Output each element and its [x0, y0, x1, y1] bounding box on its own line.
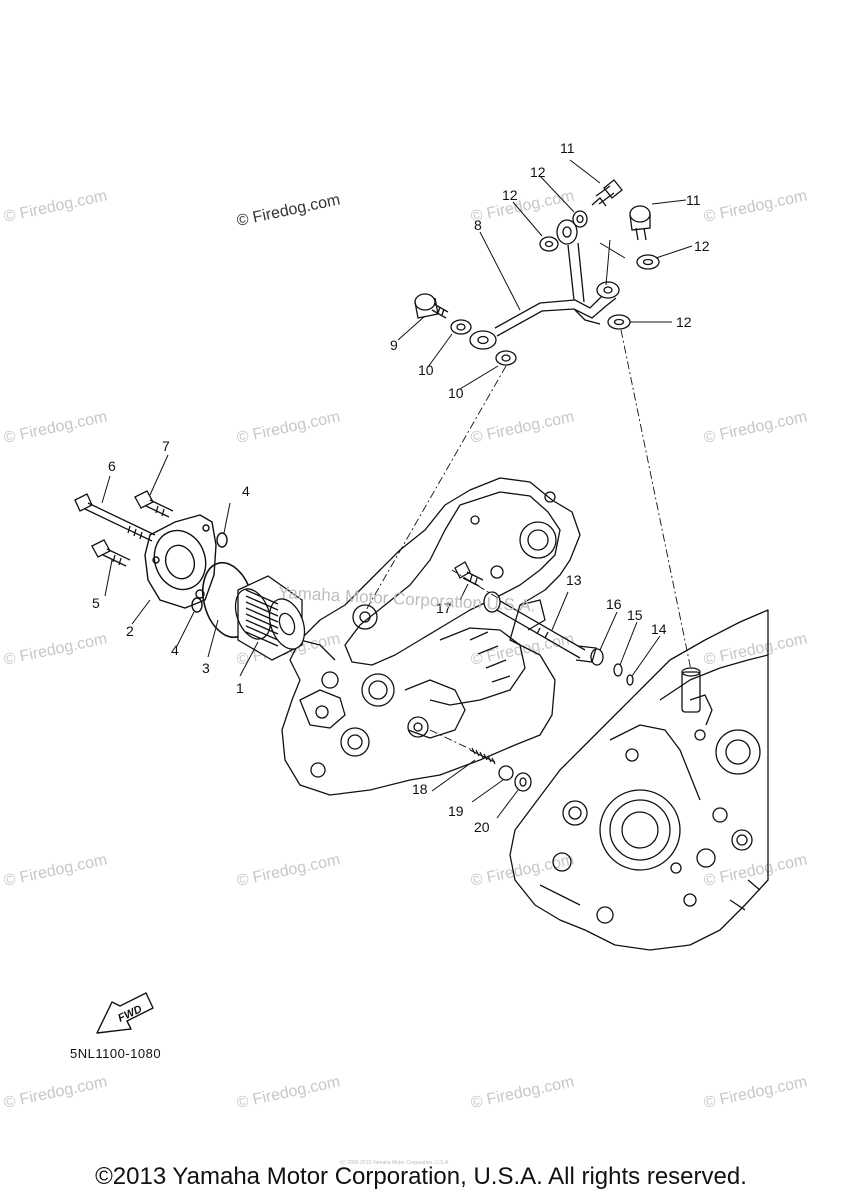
- watermark: © Firedog.com: [469, 187, 575, 225]
- watermark: © Firedog.com: [702, 630, 808, 668]
- cover-bolt-long: [74, 493, 156, 542]
- union-bolts-11: [591, 179, 651, 241]
- tiny-note: (c) 2005-2013 Yamaha Motor Corporation, …: [340, 1160, 450, 1166]
- callout-16: 16: [606, 596, 622, 612]
- bolt-17: [454, 561, 484, 587]
- watermark: © Firedog.com: [2, 187, 108, 225]
- callout-2: 2: [126, 623, 134, 639]
- callout-4a: 4: [242, 483, 250, 499]
- callout-9: 9: [390, 337, 398, 353]
- callout-17: 17: [436, 600, 452, 616]
- oil-filter-cover: [144, 514, 217, 609]
- watermark: © Firedog.com: [469, 630, 575, 668]
- relief-spring-18: [469, 747, 496, 765]
- callout-15: 15: [627, 607, 643, 623]
- callout-11a: 11: [560, 140, 575, 156]
- o-rings-14-16: [590, 648, 634, 686]
- callout-1: 1: [236, 680, 244, 696]
- watermark: © Firedog.com: [469, 408, 575, 446]
- callout-6: 6: [108, 458, 116, 474]
- watermark: © Firedog.com: [469, 1073, 575, 1111]
- callout-13: 13: [566, 572, 582, 588]
- watermark: © Firedog.com: [702, 408, 808, 446]
- callout-10a: 10: [418, 362, 434, 378]
- copyright-footer: ©2013 Yamaha Motor Corporation, U.S.A. A…: [95, 1163, 747, 1190]
- oil-filter-element: [234, 575, 306, 661]
- callout-18: 18: [412, 781, 428, 797]
- watermark: © Firedog.com: [235, 408, 341, 446]
- callout-10b: 10: [448, 385, 464, 401]
- leader-lines: [101, 159, 693, 819]
- callout-12b: 12: [502, 187, 518, 203]
- plug-20: [514, 772, 532, 792]
- washers-10: [450, 319, 517, 366]
- callout-11b: 11: [686, 192, 701, 208]
- callout-5: 5: [92, 595, 100, 611]
- check-ball-19: [498, 765, 514, 781]
- callout-19: 19: [448, 803, 464, 819]
- watermark: © Firedog.com: [235, 1073, 341, 1111]
- callout-numbers: 1 2 3 4 4 5 6 7 8 9 10 10 11 11 12 12 12…: [92, 140, 710, 835]
- callout-12a: 12: [530, 164, 546, 180]
- watermark: © Firedog.com: [702, 1073, 808, 1111]
- oil-delivery-pipe: [469, 219, 620, 350]
- diagram-code: 5NL1100-1080: [70, 1046, 162, 1061]
- watermark-main: © Firedog.com: [235, 191, 341, 229]
- callout-7: 7: [162, 438, 170, 454]
- watermark: © Firedog.com: [235, 851, 341, 889]
- callout-8: 8: [474, 217, 482, 233]
- cover-bolt-short-7: [134, 490, 174, 518]
- o-rings-4: [191, 532, 228, 613]
- watermark: © Firedog.com: [2, 408, 108, 446]
- left-crankcase: [281, 477, 581, 796]
- washers-12: [539, 210, 660, 330]
- alignment-lines: [364, 329, 692, 751]
- callout-20: 20: [474, 819, 490, 835]
- right-crankcase: [509, 609, 769, 951]
- fwd-arrow-icon: FWD: [96, 992, 154, 1034]
- callout-14: 14: [651, 621, 667, 637]
- watermark: © Firedog.com: [702, 851, 808, 889]
- callout-3: 3: [202, 660, 210, 676]
- watermark: © Firedog.com: [702, 187, 808, 225]
- cover-bolt-short-5: [91, 539, 131, 567]
- watermark: © Firedog.com: [2, 630, 108, 668]
- callout-12d: 12: [676, 314, 692, 330]
- watermark: © Firedog.com: [2, 1073, 108, 1111]
- watermark: © Firedog.com: [2, 851, 108, 889]
- callout-4b: 4: [171, 642, 179, 658]
- callout-12c: 12: [694, 238, 710, 254]
- union-bolt-9: [414, 293, 449, 319]
